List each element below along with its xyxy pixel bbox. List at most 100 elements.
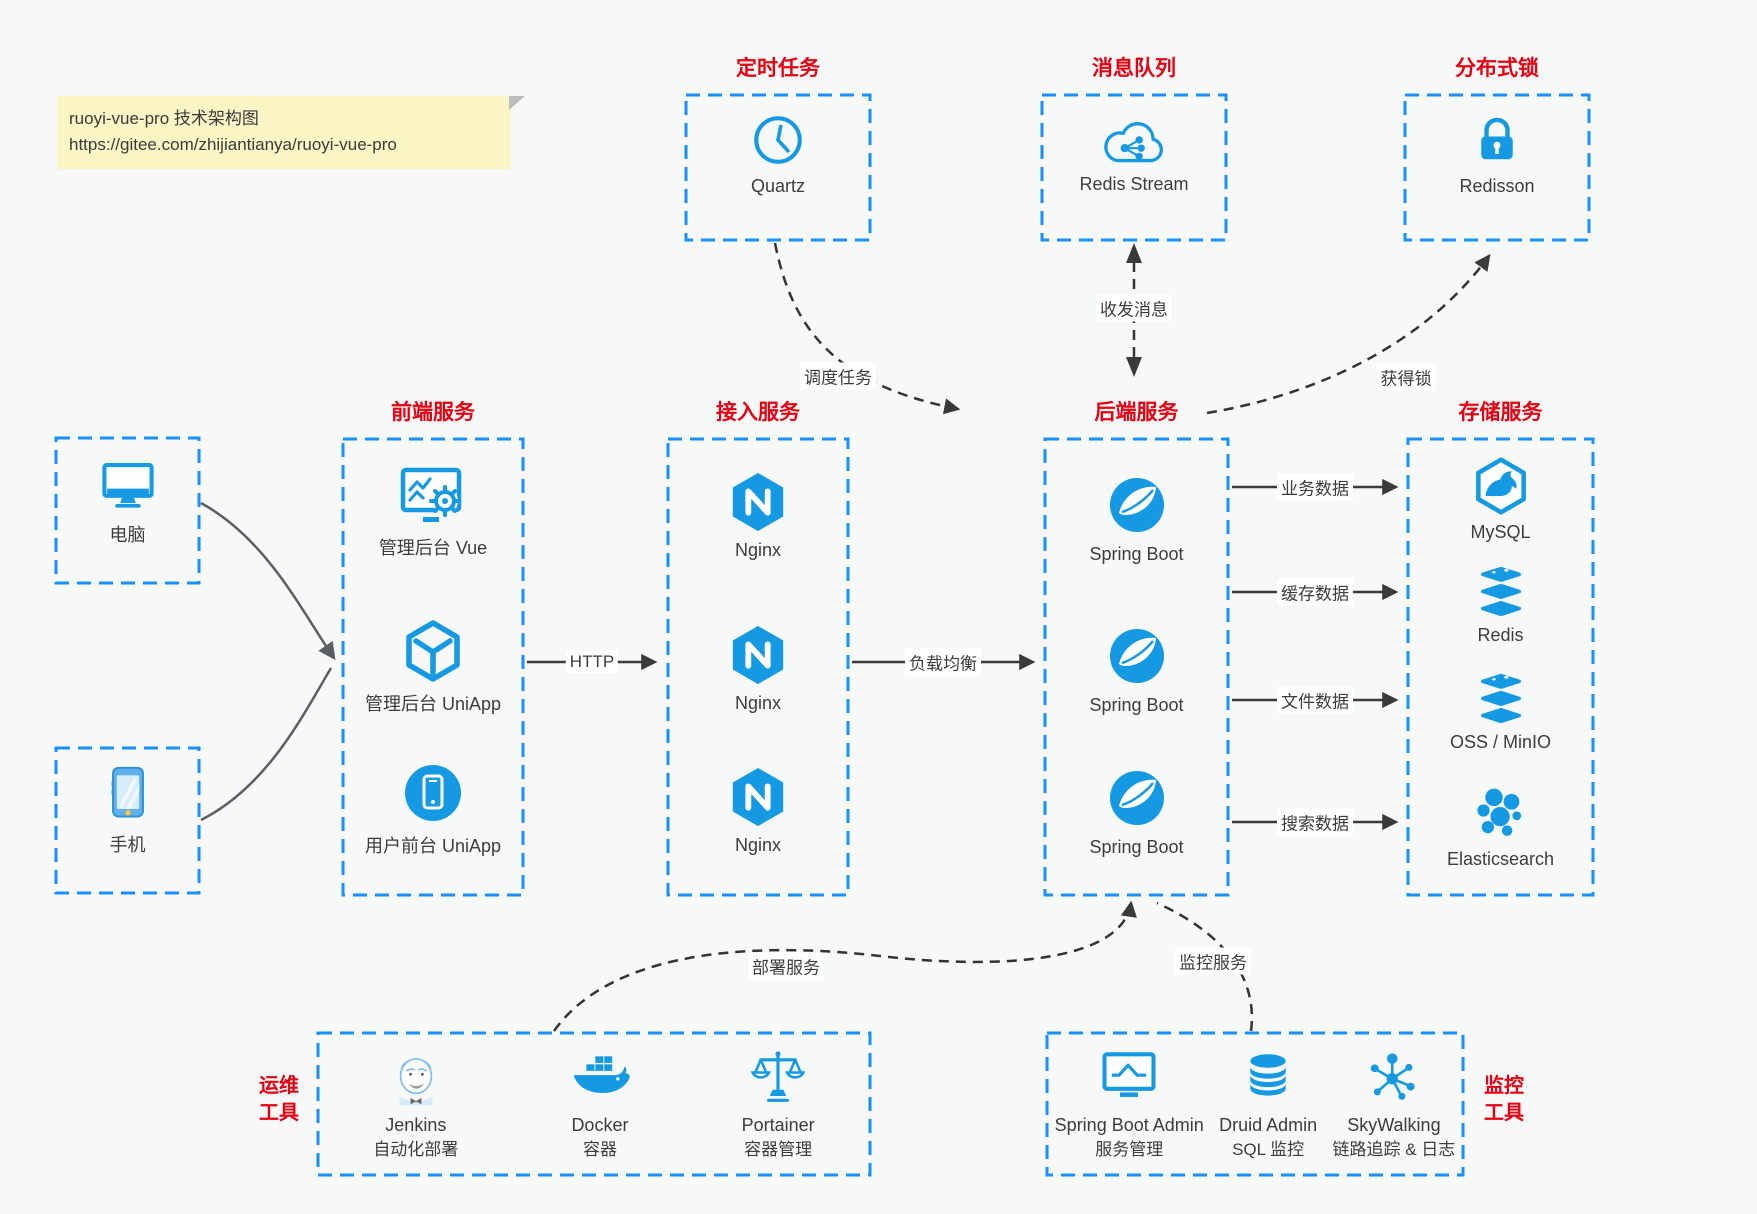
node-label: 电脑	[109, 525, 146, 545]
monitor-tools-box: Spring Boot Admin 服务管理 Druid Admin S	[1047, 1033, 1463, 1175]
node-label: Quartz	[750, 176, 806, 196]
node-springboot-admin: Spring Boot Admin 服务管理	[1055, 1046, 1204, 1161]
spring-icon	[1109, 478, 1164, 532]
message-arrowhead-down	[1126, 357, 1142, 377]
redis-stream-box: Redis Stream	[1042, 95, 1226, 240]
node-label: Redis Stream	[1079, 174, 1189, 194]
edge-label-deploy: 部署服务	[748, 952, 824, 980]
edge-label-business-data: 业务数据	[1277, 473, 1353, 501]
node-pc: 电脑	[56, 456, 199, 547]
node-user-uniapp: 用户前台 UniApp	[343, 761, 523, 858]
tool-name: Docker	[571, 1115, 629, 1135]
edge-label-monitor: 监控服务	[1175, 947, 1251, 975]
group-title-frontend: 前端服务	[391, 401, 475, 424]
node-phone: 手机	[56, 764, 199, 857]
node-quartz: Quartz	[686, 111, 870, 197]
sticky-note: ruoyi-vue-pro 技术架构图 https://gitee.com/zh…	[57, 96, 525, 169]
tool-name: SkyWalking	[1347, 1115, 1441, 1135]
tool-desc: 容器管理	[744, 1140, 813, 1160]
mysql-icon	[1475, 457, 1526, 515]
storage-box-border	[1406, 437, 1595, 897]
storage-stack-icon	[1480, 566, 1521, 617]
node-redis-stream: Redis Stream	[1042, 117, 1226, 195]
node-label: Nginx	[734, 835, 782, 855]
node-label: 手机	[109, 835, 146, 855]
node-label: Spring Boot	[1089, 695, 1184, 715]
docker-icon	[573, 1056, 630, 1093]
schedule-curve	[773, 242, 961, 415]
node-label: 用户前台 UniApp	[364, 836, 502, 856]
quartz-box: Quartz	[686, 95, 870, 240]
node-label: 管理后台 Vue	[378, 538, 488, 558]
node-springboot-3: Spring Boot	[1045, 766, 1228, 858]
group-title-scheduled-tasks: 定时任务	[736, 57, 820, 80]
node-label: MySQL	[1470, 522, 1531, 542]
uniapp-icon	[406, 620, 460, 682]
spring-icon	[1109, 771, 1164, 825]
node-nginx-1: Nginx	[668, 471, 848, 561]
deploy-curve	[552, 900, 1137, 1032]
tool-name: Portainer	[741, 1115, 815, 1135]
tool-desc: 容器	[582, 1140, 617, 1160]
tool-name: Spring Boot Admin	[1054, 1115, 1204, 1135]
devops-box: Jenkins 自动化部署 Docker 容器	[318, 1033, 870, 1175]
node-label: Spring Boot	[1089, 544, 1184, 564]
jenkins-icon	[398, 1057, 434, 1106]
node-label: Redisson	[1459, 176, 1535, 196]
phone-box-border	[54, 746, 201, 895]
lock-box-border	[1403, 93, 1591, 242]
edge-label-schedule: 调度任务	[800, 362, 876, 390]
desktop-icon	[101, 463, 154, 508]
node-nginx-3: Nginx	[668, 766, 848, 856]
lock-curve	[1206, 254, 1491, 415]
node-docker: Docker 容器	[569, 1046, 631, 1161]
redisson-box: Redisson	[1405, 95, 1589, 240]
node-admin-vue: 管理后台 Vue	[343, 465, 523, 560]
devops-side-label: 运维 工具	[259, 1075, 299, 1124]
note-title: ruoyi-vue-pro 技术架构图	[69, 109, 259, 128]
clock-icon	[754, 116, 802, 164]
springboot-admin-icon	[1102, 1052, 1156, 1097]
storage-box: MySQL Redis	[1408, 439, 1593, 895]
pc-to-frontend-curve	[200, 501, 336, 661]
node-label: 管理后台 UniApp	[364, 694, 502, 714]
gateway-box: Nginx Nginx Nginx	[668, 439, 848, 895]
edge-label-http: HTTP	[565, 651, 619, 673]
spring-icon	[1109, 629, 1164, 683]
node-springboot-1: Spring Boot	[1045, 473, 1228, 565]
node-mysql: MySQL	[1408, 457, 1593, 543]
node-admin-uniapp: 管理后台 UniApp	[343, 619, 523, 716]
node-label: Redis	[1477, 625, 1524, 645]
smartphone-icon	[111, 766, 144, 818]
tool-desc: SQL 监控	[1232, 1140, 1305, 1160]
quartz-box-border	[684, 93, 872, 242]
mq-box-border	[1040, 93, 1228, 242]
uniapp-phone-icon	[405, 765, 461, 821]
note-url[interactable]: https://gitee.com/zhijiantianya/ruoyi-vu…	[69, 135, 397, 155]
node-elasticsearch: Elasticsearch	[1408, 786, 1593, 870]
tool-desc: 自动化部署	[373, 1140, 459, 1160]
node-label: Spring Boot	[1089, 837, 1184, 857]
tool-desc: 链路追踪 & 日志	[1332, 1140, 1456, 1160]
admin-vue-icon	[400, 467, 462, 522]
tool-name: Jenkins	[385, 1115, 447, 1135]
frontend-box-border	[341, 437, 525, 897]
backend-box: Spring Boot Spring Boot Spring Boot	[1045, 439, 1228, 895]
group-title-storage: 存储服务	[1458, 401, 1543, 424]
tool-name: Druid Admin	[1219, 1115, 1318, 1135]
note-folded-corner	[509, 96, 525, 110]
gateway-box-border	[666, 437, 850, 897]
druid-icon	[1250, 1054, 1286, 1096]
group-title-gateway: 接入服务	[716, 401, 800, 424]
nginx-icon	[732, 625, 784, 685]
group-title-backend: 后端服务	[1094, 401, 1179, 424]
portainer-icon	[750, 1051, 806, 1102]
group-title-distributed-lock: 分布式锁	[1455, 57, 1539, 80]
group-title-message-queue: 消息队列	[1092, 57, 1176, 80]
edge-label-lock: 获得锁	[1376, 363, 1436, 391]
node-redis: Redis	[1408, 564, 1593, 646]
edge-label-message: 收发消息	[1096, 294, 1172, 322]
node-oss-minio: OSS / MinIO	[1408, 671, 1593, 753]
monitor-side-label: 监控 工具	[1484, 1075, 1524, 1124]
